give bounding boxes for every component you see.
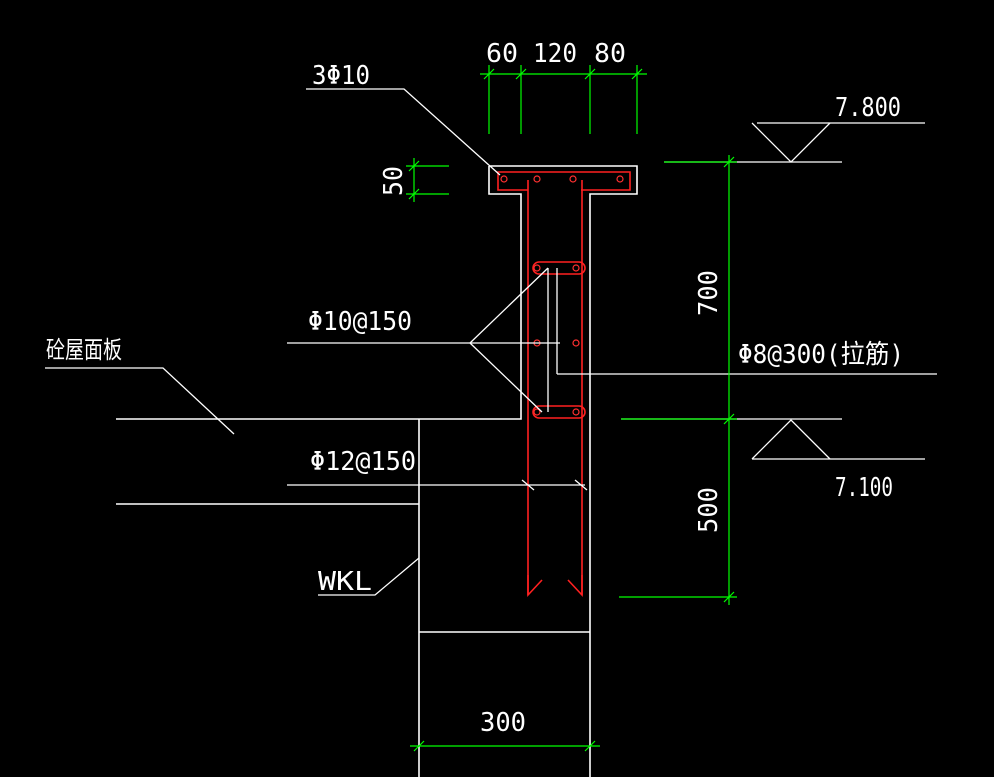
top-bars-label: 3Φ10 bbox=[312, 61, 370, 91]
elevation-top-text: 7.800 bbox=[835, 93, 901, 123]
left-rebar-hook bbox=[527, 575, 543, 598]
dim-tick bbox=[584, 740, 596, 752]
vertical-bars-label: Φ10@150 bbox=[308, 307, 412, 337]
dim-tick bbox=[408, 160, 420, 172]
dim-tick bbox=[723, 413, 735, 425]
rebar-dot bbox=[533, 264, 541, 272]
parapet-left-edge bbox=[116, 166, 522, 420]
roof-slab-label: 砼屋面板 bbox=[46, 336, 122, 364]
roof-slab-leader bbox=[45, 367, 235, 435]
dim-text-500: 500 bbox=[694, 487, 724, 533]
vertical-bars-branch-bottom bbox=[469, 342, 543, 413]
dim-tick bbox=[515, 68, 527, 80]
vertical-bars-branch-top bbox=[469, 267, 549, 344]
parapet-cap-outline bbox=[489, 165, 638, 632]
right-rebar-hook bbox=[567, 575, 583, 598]
concrete-outline bbox=[116, 165, 638, 777]
dim-tick bbox=[723, 156, 735, 168]
beam-leader bbox=[318, 557, 420, 596]
top-bars-leader bbox=[306, 88, 501, 176]
rebar-dot bbox=[572, 339, 580, 347]
rebar-dot bbox=[569, 175, 577, 183]
rebar-dot bbox=[572, 264, 580, 272]
rebar-group bbox=[497, 171, 631, 598]
dimension-lines bbox=[406, 65, 737, 752]
text-group: 60 120 80 50 700 500 300 7.800 7.100 3Φ1… bbox=[46, 39, 904, 738]
rebar-dot bbox=[616, 175, 624, 183]
rebar-dot bbox=[533, 408, 541, 416]
dim-tick bbox=[413, 740, 425, 752]
tie-hook-bottom bbox=[532, 405, 586, 419]
dim-text-300: 300 bbox=[480, 708, 526, 738]
dim-tick bbox=[408, 188, 420, 200]
elevation-bottom-marker bbox=[751, 419, 831, 460]
rebar-dot bbox=[533, 175, 541, 183]
beam-bars-tick bbox=[574, 479, 588, 491]
elevation-top-marker bbox=[751, 122, 831, 163]
dim-text-120: 120 bbox=[533, 39, 577, 69]
dim-tick bbox=[483, 68, 495, 80]
dim-text-60: 60 bbox=[486, 39, 518, 69]
dim-tick bbox=[584, 68, 596, 80]
tie-hook-top bbox=[532, 261, 586, 275]
beam-bars-label: Φ12@150 bbox=[310, 447, 416, 477]
dim-tick bbox=[723, 591, 735, 603]
elevation-bottom-text: 7.100 bbox=[835, 473, 893, 503]
cap-rebar-loop bbox=[497, 171, 631, 191]
beam-bars-tick bbox=[521, 479, 535, 491]
tie-bars-label: Φ8@300(拉筋) bbox=[738, 340, 904, 370]
beam-label: WKL bbox=[318, 567, 372, 597]
dim-text-700: 700 bbox=[694, 270, 724, 316]
dim-text-50: 50 bbox=[379, 166, 409, 196]
rebar-dot bbox=[572, 408, 580, 416]
dim-tick bbox=[631, 68, 643, 80]
dim-text-80: 80 bbox=[594, 39, 626, 69]
rebar-dot bbox=[500, 175, 508, 183]
